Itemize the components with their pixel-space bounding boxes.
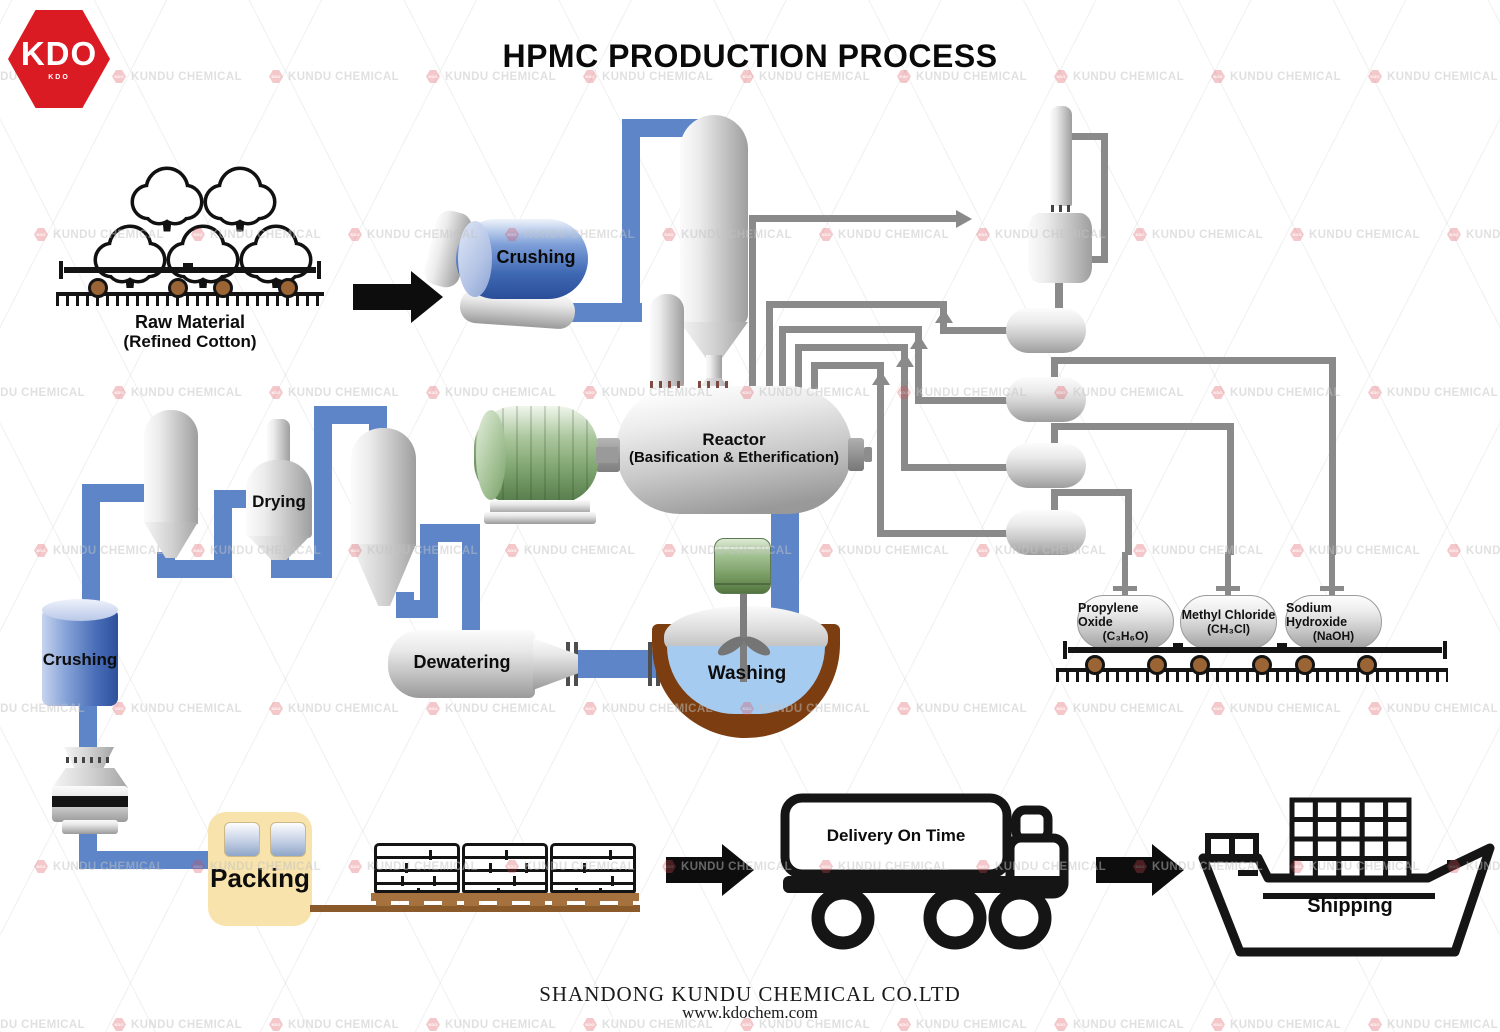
drying-neck: [267, 419, 290, 469]
recovery-column: [1050, 106, 1072, 206]
cargo-ship: Shipping: [1195, 788, 1495, 963]
crushing-left-label: Crushing: [42, 650, 118, 669]
reactor: Reactor (Basification & Etherification): [616, 386, 852, 514]
wheel: [1147, 655, 1167, 675]
tanker-sodium-hydroxide-name: Sodium Hydroxide: [1286, 601, 1348, 629]
tanker-methyl-chloride-name: Methyl Chloride: [1181, 608, 1276, 622]
washing-label: Washing: [707, 663, 787, 684]
silo-neck: [706, 355, 722, 381]
cyclone-1: [144, 410, 198, 524]
drying-body: [246, 460, 312, 538]
reactor-label: Reactor: [702, 430, 766, 449]
wheel: [1295, 655, 1315, 675]
reactor-sublabel: (Basification & Etherification): [628, 449, 840, 466]
tanker-methyl-chloride-formula: (CH₃Cl): [1207, 622, 1250, 636]
packing-window-right: [270, 822, 306, 857]
pallet-of-bags: [459, 843, 551, 907]
recovery-tank-d: [1006, 510, 1086, 555]
crushing-top-machine: Crushing: [456, 219, 588, 299]
tanker-sodium-hydroxide: Sodium Hydroxide (NaOH): [1285, 595, 1382, 649]
tanker-ground-hatch: [1056, 672, 1448, 682]
raw-material-ground-hatch: [56, 296, 324, 306]
pallet-of-bags: [371, 843, 463, 907]
recovery-tank-c: [1006, 443, 1086, 488]
packing-machine: Packing: [208, 812, 312, 926]
packing-label: Packing: [210, 863, 310, 893]
crushing-top-label: Crushing: [496, 247, 576, 267]
motor-base: [484, 512, 596, 524]
delivery-label: Delivery On Time: [826, 826, 966, 845]
packing-conveyor: [310, 905, 640, 912]
wheel: [1357, 655, 1377, 675]
truck-icon: [780, 793, 1069, 950]
cyclone-2: [351, 428, 416, 546]
reactor-right-nozzle: [848, 438, 864, 471]
wheel: [168, 278, 188, 298]
washing-motor: [714, 538, 771, 594]
agitator-shaft: [740, 590, 747, 682]
recovery-tank-b: [1006, 377, 1086, 422]
tanker-propylene-oxide-name: Propylene Oxide: [1078, 601, 1139, 629]
wheel: [1190, 655, 1210, 675]
footer-company: SHANDONG KUNDU CHEMICAL CO.LTD: [539, 982, 961, 1006]
reactor-motor: [474, 406, 598, 504]
ship-icon: [1198, 797, 1495, 957]
packing-window-left: [224, 822, 260, 857]
raw-material-ground: [56, 292, 324, 296]
kdo-logo-subtext: KDO: [48, 74, 70, 81]
reactor-flange-bolts-left: [650, 381, 686, 388]
shipping-label: Shipping: [1307, 895, 1393, 917]
wheel: [278, 278, 298, 298]
tanker-propylene-oxide-formula: (C₃H₆O): [1102, 629, 1149, 643]
wheel: [1252, 655, 1272, 675]
page-title: HPMC PRODUCTION PROCESS: [502, 38, 998, 74]
column-flange-bolts: [1051, 205, 1071, 212]
tanker-ground: [1056, 668, 1448, 672]
drying-label: Drying: [252, 492, 306, 511]
kdo-logo-text: KDO: [20, 35, 98, 72]
crushing-left-machine: Crushing: [42, 599, 118, 706]
silo: [680, 115, 748, 325]
motor-pedestal: [490, 500, 590, 514]
wheel: [1085, 655, 1105, 675]
reactor-standpipe: [650, 294, 684, 388]
raw-material-label: Raw Material: [134, 312, 246, 332]
dewatering-label: Dewatering: [413, 652, 511, 672]
tanker-methyl-chloride: Methyl Chloride (CH₃Cl): [1180, 595, 1277, 649]
recovery-tank-a: [1006, 308, 1086, 353]
footer-website: www.kdochem.com: [682, 1003, 818, 1022]
motor-shaft: [596, 447, 618, 463]
delivery-truck: Delivery On Time: [773, 790, 1083, 955]
reactor-right-nozzle-tip: [864, 447, 872, 462]
raw-material-sublabel: (Refined Cotton): [123, 332, 257, 351]
reactor-flange-bolts-right: [698, 381, 734, 388]
condenser: [1028, 213, 1092, 283]
tanker-sodium-hydroxide-formula: (NaOH): [1312, 629, 1355, 643]
tanker-propylene-oxide: Propylene Oxide (C₃H₆O): [1077, 595, 1174, 649]
wheel: [88, 278, 108, 298]
dewatering-body: [388, 630, 535, 698]
pallet-of-bags: [547, 843, 639, 907]
wheel: [213, 278, 233, 298]
